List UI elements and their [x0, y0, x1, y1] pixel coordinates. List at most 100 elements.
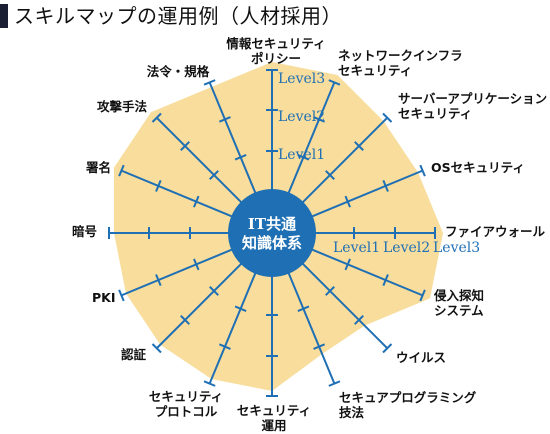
axis-label-10: セキュリティプロトコル: [149, 389, 223, 419]
axis-tick-15-level1: [209, 170, 219, 180]
axis-label-8-line2: 技法: [339, 405, 365, 420]
axis-label-8-line1: セキュアプログラミング: [339, 390, 477, 405]
hub-label-line2: 知識体系: [242, 234, 302, 252]
axis-tick-11-level1: [209, 286, 219, 296]
axis-tick-16-level2: [219, 116, 231, 123]
axis-label-4: OSセキュリティ: [431, 160, 525, 175]
axis-tick-10-level1: [234, 305, 247, 312]
axis-label-16-line1: 法令・規格: [147, 64, 210, 79]
axis-label-7: ウイルス: [396, 350, 446, 365]
axis-line-4: [310, 169, 423, 218]
axis-label-15: 攻撃手法: [97, 99, 148, 114]
axis-label-3-line2: セキュリティ: [398, 106, 472, 121]
level-label-top-1: Level1: [278, 147, 325, 163]
axis-line-11: [156, 261, 244, 349]
axis-label-12-line1: PKI: [92, 290, 116, 305]
axis-label-4-line1: OSセキュリティ: [431, 160, 525, 175]
axis-label-6-line1: 侵入探知: [433, 288, 484, 303]
axis-label-11: 認証: [121, 347, 147, 362]
axis-label-14: 署名: [85, 160, 111, 175]
axis-line-12: [121, 248, 234, 297]
axis-tick-10-level2: [219, 343, 231, 350]
axis-label-1-line2: ポリシー: [251, 51, 301, 66]
axis-tick-7-level2: [354, 315, 364, 325]
axis-label-9-line1: セキュリティ: [237, 403, 311, 418]
axis-tick-3-level3: [382, 112, 393, 123]
axis-tick-16-level1: [234, 154, 247, 161]
axis-tick-14-level2: [155, 180, 162, 192]
axis-label-12: PKI: [92, 290, 116, 305]
axis-tick-14-level1: [193, 195, 200, 208]
axis-tick-15-level2: [180, 141, 190, 151]
level-label-right-2: Level2: [383, 240, 430, 256]
axis-label-9-line2: 運用: [261, 418, 286, 433]
axis-label-5: ファイアウォール: [445, 224, 546, 239]
axis-tick-12-level3: [118, 289, 125, 302]
axis-label-10-line2: プロトコル: [155, 404, 218, 419]
level-label-top-2: Level2: [278, 109, 325, 125]
axis-label-3: サーバーアプリケーションセキュリティ: [398, 91, 547, 121]
hub-label-line1: IT共通: [248, 215, 296, 233]
axis-tick-8-level2: [313, 343, 325, 350]
axis-tick-2-level3: [328, 79, 341, 86]
axis-tick-8-level1: [297, 305, 310, 312]
axis-tick-4-level1: [344, 195, 351, 208]
axis-tick-14-level3: [118, 164, 125, 177]
axis-group: [108, 69, 436, 397]
axis-line-2: [287, 82, 336, 195]
axis-tick-6-level3: [419, 289, 426, 302]
axis-tick-6-level2: [382, 274, 389, 286]
axis-label-7-line1: ウイルス: [396, 350, 446, 365]
axis-label-2-line2: セキュリティ: [338, 63, 412, 78]
axis-tick-7-level1: [325, 286, 335, 296]
hub-circle: [228, 189, 316, 277]
axis-line-10: [208, 271, 257, 384]
axis-label-1-line1: 情報セキュリティ: [226, 36, 325, 51]
axis-label-16: 法令・規格: [147, 64, 210, 79]
axis-tick-16-level3: [203, 79, 216, 86]
axis-line-6: [310, 248, 423, 297]
axis-tick-12-level2: [155, 274, 162, 286]
axis-line-15: [156, 117, 244, 205]
page-title: スキルマップの運用例（人材採用）: [14, 4, 342, 28]
axis-label-group: 情報セキュリティポリシーネットワークインフラセキュリティサーバーアプリケーション…: [72, 36, 547, 433]
axis-line-14: [121, 169, 234, 218]
axis-label-8: セキュアプログラミング技法: [339, 390, 477, 420]
axis-label-2-line1: ネットワークインフラ: [338, 48, 463, 63]
axis-tick-6-level1: [344, 258, 351, 271]
axis-tick-11-level2: [180, 315, 190, 325]
axis-tick-7-level3: [382, 343, 393, 354]
title-accent-bar: [0, 4, 8, 28]
axis-label-5-line1: ファイアウォール: [445, 224, 546, 239]
axis-tick-12-level1: [193, 258, 200, 271]
axis-label-10-line1: セキュリティ: [149, 389, 223, 404]
axis-line-7: [300, 261, 388, 349]
level-label-right-1: Level1: [333, 240, 380, 256]
axis-tick-4-level3: [419, 164, 426, 177]
axis-line-8: [287, 271, 336, 384]
axis-tick-2-level2: [313, 116, 325, 123]
axis-tick-2-level1: [297, 154, 310, 161]
axis-label-11-line1: 認証: [121, 347, 147, 362]
axis-line-3: [300, 117, 388, 205]
level-label-right-3: Level3: [433, 240, 480, 256]
axis-tick-3-level2: [354, 141, 364, 151]
axis-label-6-line2: システム: [434, 303, 484, 318]
axis-label-13-line1: 暗号: [72, 224, 97, 239]
axis-tick-10-level3: [203, 380, 216, 387]
level-label-top-3: Level3: [278, 71, 325, 87]
axis-label-15-line1: 攻撃手法: [97, 99, 148, 114]
axis-label-6: 侵入探知システム: [433, 288, 484, 318]
axis-label-9: セキュリティ運用: [237, 403, 311, 433]
axis-line-16: [208, 82, 257, 195]
axis-tick-15-level3: [151, 112, 162, 123]
axis-label-1: 情報セキュリティポリシー: [226, 36, 325, 66]
axis-label-2: ネットワークインフラセキュリティ: [338, 48, 463, 78]
axis-tick-11-level3: [151, 343, 162, 354]
axis-label-13: 暗号: [72, 224, 97, 239]
axis-label-3-line1: サーバーアプリケーション: [398, 91, 547, 106]
axis-tick-3-level1: [325, 170, 335, 180]
axis-tick-8-level3: [328, 380, 341, 387]
